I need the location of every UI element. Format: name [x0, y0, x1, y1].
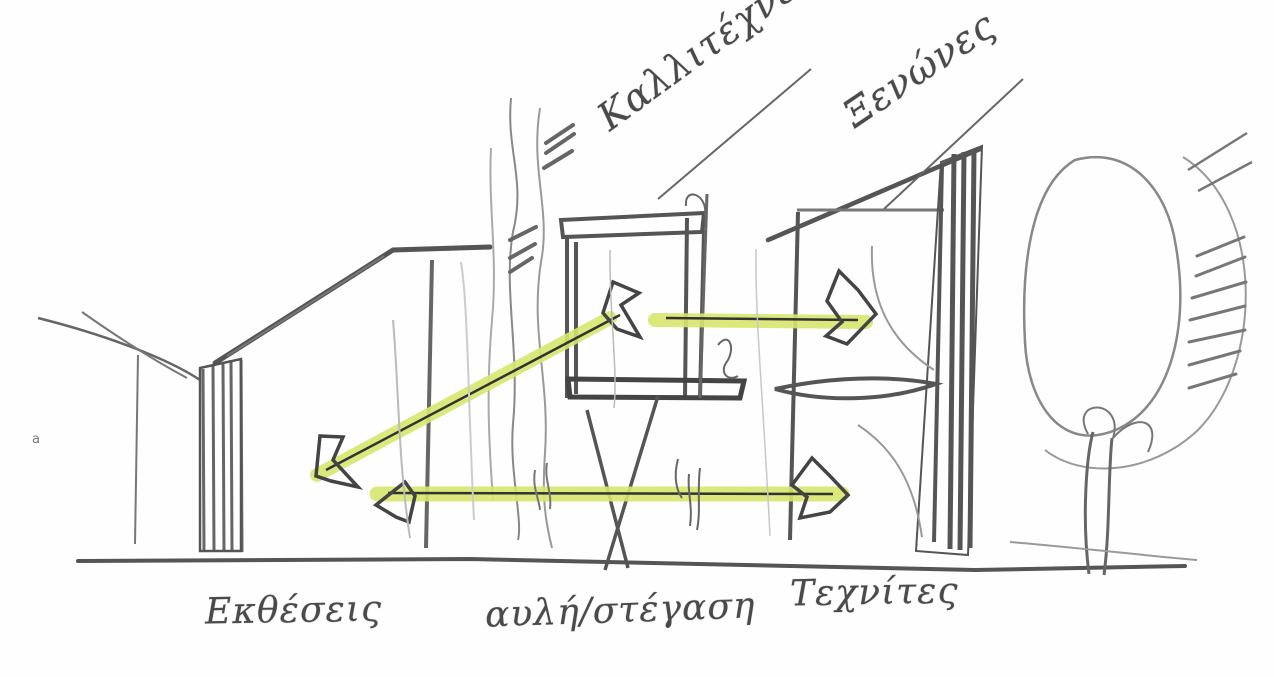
arrowhead-right-upper	[826, 271, 876, 344]
light-stroke-5	[1010, 542, 1197, 560]
left-wall-outline	[200, 359, 241, 551]
ground-line	[78, 559, 1185, 570]
tree-scribble-1	[510, 98, 519, 540]
main-sloped-roof-secondary	[227, 256, 384, 356]
right-interior-curve	[858, 246, 934, 537]
light-stroke-3	[610, 250, 615, 408]
arrow-bottom-line	[388, 493, 833, 494]
label-artists: Τεχνίτες	[790, 571, 959, 615]
tree-shade-right	[1189, 237, 1246, 388]
right-roof	[768, 149, 980, 240]
tree-top-stroke	[1188, 133, 1252, 191]
tree-canopy-right	[1024, 157, 1180, 435]
central-top-beam	[561, 213, 704, 237]
central-frame	[567, 218, 704, 398]
right-floor-slab	[775, 378, 936, 398]
main-sloped-roof	[215, 247, 490, 363]
left-wall-shade	[203, 360, 242, 552]
tree-scribble-2	[537, 108, 552, 548]
middle-post	[426, 260, 432, 548]
tree-trunk-right	[1085, 432, 1112, 575]
left-canopy-2	[82, 312, 187, 378]
arrowhead-left-upper	[603, 282, 640, 337]
label-exhibitions: Εκθέσεις	[205, 588, 383, 632]
margin-mark: a	[32, 432, 40, 447]
tree-scribble-3	[489, 148, 494, 500]
central-floor-slab	[568, 379, 744, 398]
figure-small-3	[718, 340, 738, 378]
left-post	[135, 355, 138, 544]
central-x-brace	[587, 396, 658, 570]
